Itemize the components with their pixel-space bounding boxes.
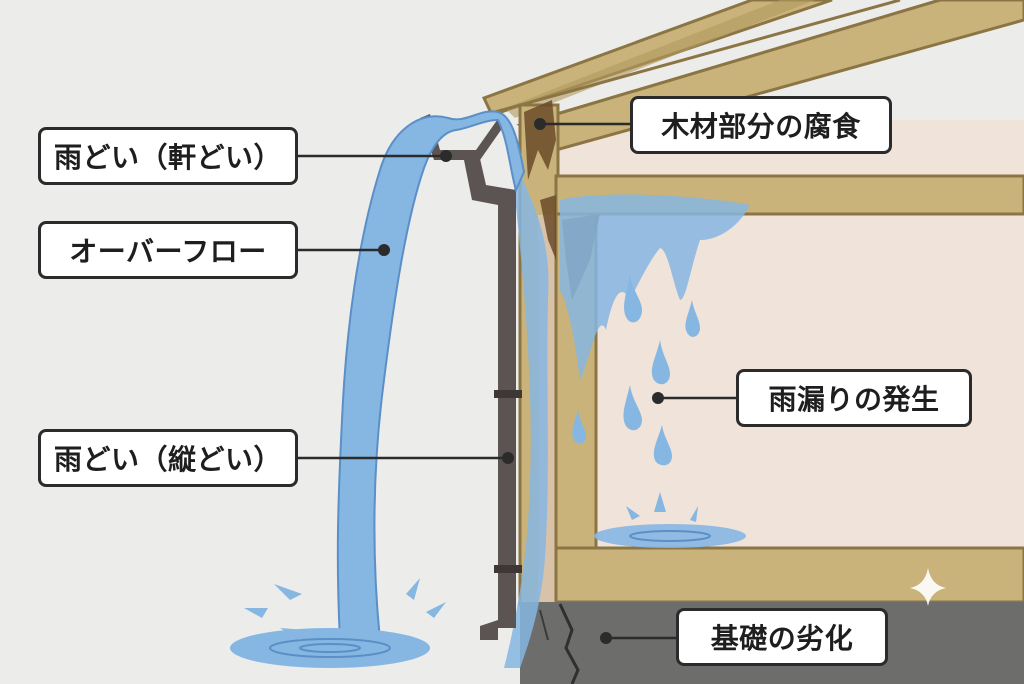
eaves-gutter (420, 114, 508, 160)
bottom-beam (554, 546, 1024, 604)
leader-lines (298, 118, 736, 644)
overflow-stream (230, 110, 526, 668)
label-overflow: オーバーフロー (38, 221, 298, 279)
sparkle-icon (910, 568, 946, 606)
downspout (462, 150, 522, 640)
foundation-crack (558, 603, 580, 684)
label-wood-rot: 木材部分の腐食 (630, 96, 892, 154)
label-foundation: 基礎の劣化 (676, 608, 888, 666)
label-rain-leak: 雨漏りの発生 (736, 369, 972, 427)
wall-runoff (504, 150, 549, 668)
label-downspout: 雨どい（縦どい） (38, 429, 298, 487)
interior-leak (560, 194, 750, 548)
label-eaves-gutter: 雨どい（軒どい） (38, 127, 298, 185)
